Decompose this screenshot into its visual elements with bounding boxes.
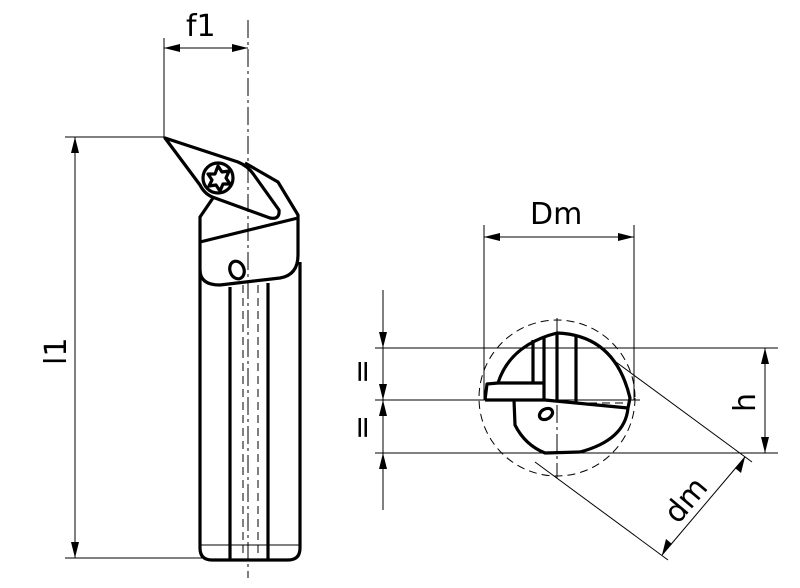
l1-label: l1: [39, 338, 74, 365]
shank: [198, 262, 302, 562]
dm-dimension-line: [661, 456, 746, 556]
arrow-icon: [71, 137, 79, 153]
arrow-icon: [662, 539, 672, 555]
Dm-label: Dm: [530, 197, 582, 232]
equal-label-upper: =: [345, 359, 380, 384]
arrow-icon: [164, 44, 180, 52]
screw: [201, 161, 235, 195]
arrow-icon: [379, 453, 387, 469]
tool-head: [198, 161, 300, 287]
bore-circle: [478, 319, 636, 477]
torx-icon: [206, 164, 232, 193]
dm-label: dm: [657, 471, 715, 530]
h-label: h: [728, 393, 763, 412]
equal-label-lower: =: [345, 415, 380, 440]
coolant-hole: [228, 259, 246, 281]
arrow-icon: [484, 233, 500, 241]
f1-label: f1: [186, 9, 216, 44]
arrow-icon: [761, 437, 769, 453]
arrow-icon: [735, 457, 745, 473]
head-edge: [199, 216, 299, 244]
arrow-icon: [618, 233, 634, 241]
arrow-icon: [232, 44, 248, 52]
dm-extension: [534, 461, 669, 561]
cutting-edge: [544, 398, 629, 410]
arrow-icon: [379, 400, 387, 416]
coolant-hole: [537, 406, 555, 422]
front-view: Dm = = h dm: [345, 197, 778, 561]
arrow-icon: [379, 384, 387, 400]
insert: [163, 136, 281, 220]
arrow-icon: [71, 542, 79, 558]
arrow-icon: [761, 348, 769, 364]
dm-extension: [615, 361, 753, 463]
side-view: f1 l1: [39, 9, 302, 578]
arrow-icon: [379, 332, 387, 348]
head-outline: [483, 331, 632, 455]
